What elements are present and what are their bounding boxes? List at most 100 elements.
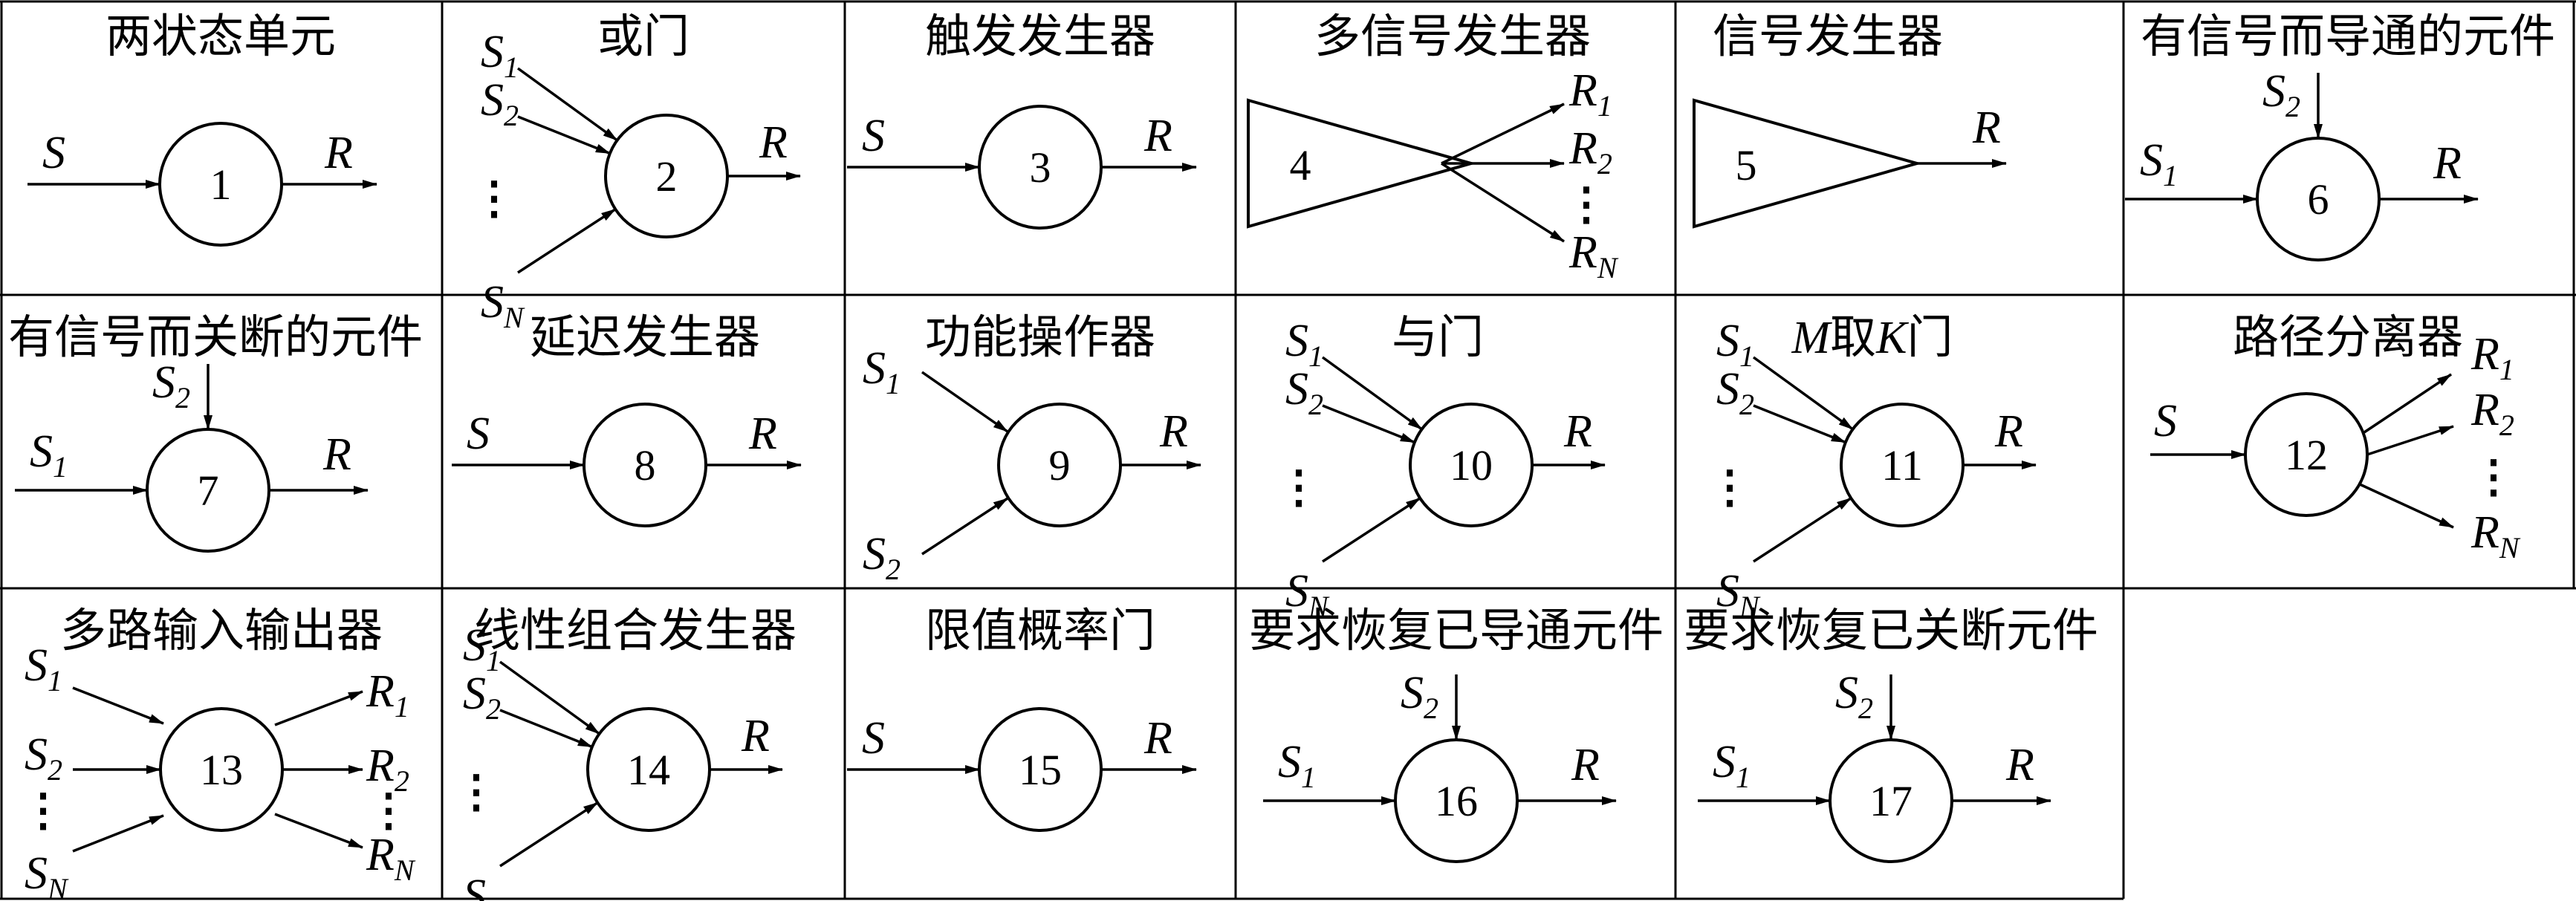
output-label: R	[1143, 713, 1172, 764]
element-number: 7	[198, 466, 219, 515]
output-label: R	[1571, 740, 1600, 790]
input-label: S2	[1285, 364, 1323, 421]
cell-title: 多信号发生器	[1314, 9, 1591, 63]
element-number: 9	[1049, 441, 1071, 489]
output-label: R1	[1568, 65, 1612, 123]
generator-triangle	[1247, 98, 1477, 229]
cell-title: 功能操作器	[925, 310, 1155, 364]
cell-title: 延迟发生器	[530, 310, 760, 364]
input-label: S2	[463, 669, 501, 726]
input-arrow	[517, 208, 617, 274]
output-ellipsis: ⋮	[2471, 452, 2516, 501]
output-arrow	[2364, 373, 2452, 434]
output-arrow	[274, 813, 363, 849]
output-arrow	[1441, 162, 1565, 243]
cell-title: 限值概率门	[925, 603, 1155, 657]
output-arrow	[1441, 103, 1565, 165]
output-label: R2	[366, 741, 409, 798]
element-number: 1	[210, 160, 232, 209]
input-arrow	[1752, 356, 1854, 431]
output-label: R2	[2470, 385, 2514, 442]
input-label: S1	[1285, 316, 1323, 373]
cell-title: 信号发生器	[1713, 9, 1943, 63]
output-ellipsis: ⋮	[1564, 180, 1609, 229]
output-arrow	[274, 690, 363, 726]
symbol-cell-14: 线性组合发生器14S1S2SN⋮R	[454, 603, 797, 901]
element-number: 15	[1019, 746, 1062, 794]
element-number: 17	[1869, 777, 1912, 825]
input-label: S	[42, 128, 65, 178]
cell-title: 线性组合发生器	[474, 603, 797, 657]
input-ellipsis: ⋮	[454, 767, 499, 816]
element-number: 13	[200, 746, 243, 794]
element-number: 4	[1290, 141, 1311, 189]
input-label: S	[862, 111, 885, 161]
element-number: 6	[2308, 175, 2329, 224]
element-number: 2	[656, 152, 678, 201]
input-label: SN	[1285, 566, 1330, 623]
input-arrow	[1753, 404, 1846, 444]
control-label: S2	[152, 357, 190, 414]
input-ellipsis: ⋮	[21, 786, 65, 835]
element-number: 16	[1435, 777, 1478, 825]
output-label: R1	[2470, 329, 2514, 386]
element-number: 10	[1450, 441, 1493, 489]
input-arrow	[499, 801, 599, 868]
output-ellipsis: ⋮	[366, 786, 411, 835]
input-arrow	[1322, 497, 1421, 563]
control-label: S2	[2262, 66, 2300, 123]
output-label: RN	[1568, 227, 1619, 284]
element-number: 3	[1030, 143, 1051, 192]
output-label: R1	[366, 666, 409, 723]
element-number: 12	[2285, 431, 2328, 479]
input-label: SN	[481, 277, 525, 334]
input-label: S1	[481, 27, 519, 84]
output-label: R	[748, 409, 777, 459]
output-label: R	[2005, 740, 2034, 790]
control-label: S2	[1401, 668, 1438, 725]
cell-title: 要求恢复已导通元件	[1249, 603, 1664, 657]
output-arrow	[2366, 425, 2454, 456]
cell-title: 与门	[1392, 310, 1484, 364]
symbol-cell-16: 要求恢复已导通元件 16 S1 S2R	[1249, 603, 1664, 863]
input-label: S1	[1713, 737, 1751, 794]
input-arrow	[1753, 497, 1852, 563]
output-label: RN	[366, 830, 416, 887]
output-label: R	[2433, 138, 2462, 189]
input-ellipsis: ⋮	[1707, 463, 1752, 512]
output-label: R	[1159, 406, 1188, 457]
input-label: S1	[25, 640, 62, 697]
element-number: 11	[1881, 441, 1923, 489]
output-label: RN	[2470, 507, 2521, 565]
output-label: R2	[1568, 123, 1612, 180]
input-arrow	[1322, 404, 1415, 444]
input-arrow	[72, 814, 164, 853]
input-label: S1	[1278, 737, 1316, 794]
output-label: R	[1972, 103, 2001, 153]
output-label: R	[1994, 406, 2023, 457]
input-label: S1	[463, 620, 501, 677]
input-label: SN	[1716, 566, 1761, 623]
input-label: SN	[25, 848, 69, 901]
input-ellipsis: ⋮	[472, 174, 516, 223]
input-label: S	[2154, 396, 2177, 446]
cell-title: 有信号而关断的元件	[8, 310, 423, 364]
input-label: S	[467, 409, 490, 459]
input-label: SN	[463, 871, 507, 901]
input-arrow	[499, 660, 600, 735]
input-label: S2	[25, 729, 62, 787]
element-number: 14	[627, 746, 670, 794]
